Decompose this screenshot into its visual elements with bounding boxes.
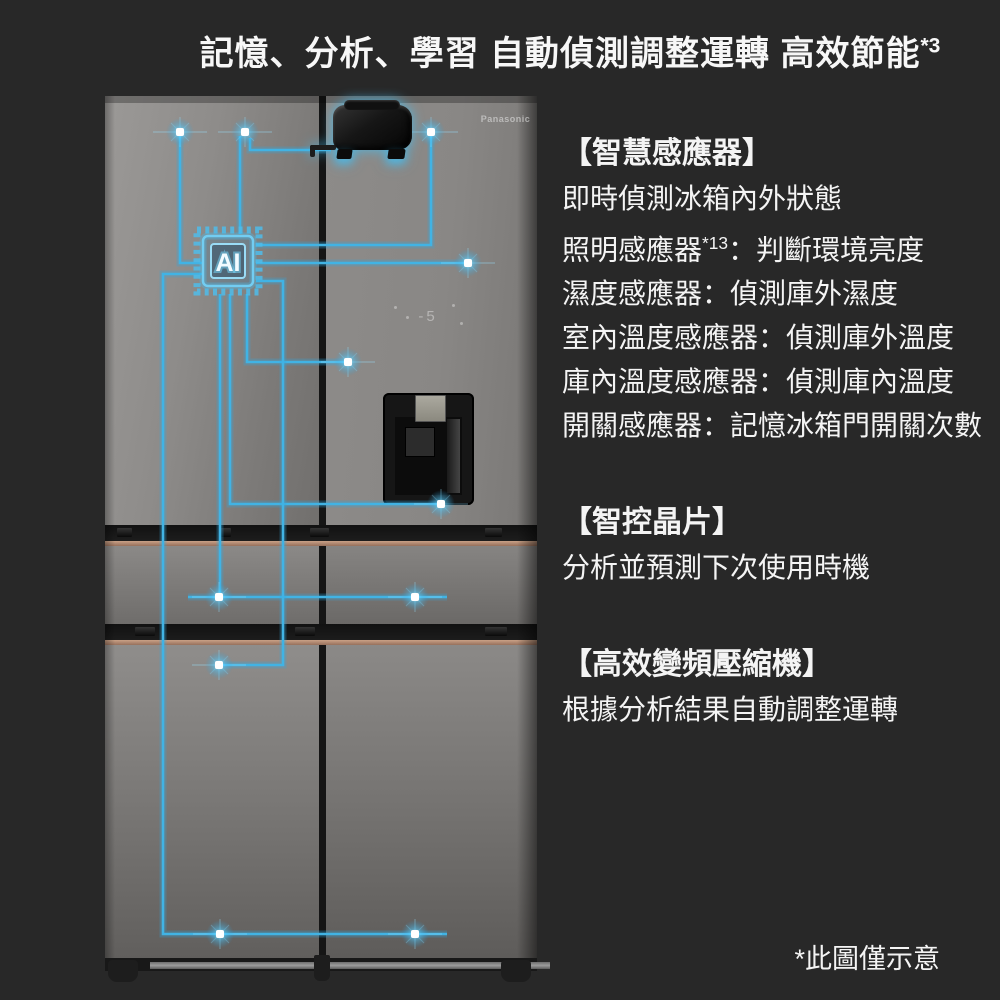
fridge-drawer-left — [105, 546, 319, 624]
compressor-foot — [387, 149, 406, 159]
dispenser-paddle — [415, 395, 446, 422]
water-dispenser — [383, 393, 474, 505]
feature-section: 【智慧感應器】即時偵測冰箱內外狀態照明感應器*13：判斷環境亮度濕度感應器：偵測… — [562, 131, 992, 448]
section-heading: 【智慧感應器】 — [562, 137, 772, 170]
display-indicator-dot — [406, 316, 409, 319]
fridge-door-gap — [105, 525, 537, 541]
display-indicator-dot — [452, 304, 455, 307]
hinge-detail — [485, 627, 507, 636]
section-line: 分析並預測下次使用時機 — [562, 552, 871, 584]
hinge-detail — [135, 627, 155, 636]
section-line: 濕度感應器：偵測庫外濕度 — [562, 278, 899, 310]
fridge-door-top-left — [105, 96, 319, 525]
section-line: 室內溫度感應器：偵測庫外溫度 — [562, 322, 955, 354]
fridge-side-shadow — [517, 96, 537, 958]
fridge-door-bottom-left — [105, 645, 319, 958]
fridge-foot — [314, 955, 330, 981]
section-line: 即時偵測冰箱內外狀態 — [562, 183, 843, 214]
compressor-foot — [336, 149, 353, 159]
refrigerator-image: Panasonic -5 — [105, 96, 550, 984]
hinge-detail — [295, 627, 315, 636]
hinge-detail — [310, 528, 329, 537]
fridge-drawer-right — [326, 546, 537, 624]
hinge-detail — [485, 528, 502, 537]
compressor-body — [333, 105, 412, 150]
section-line: 庫內溫度感應器：偵測庫內溫度 — [562, 366, 955, 398]
display-indicator-dot — [394, 306, 397, 309]
fridge-top-edge — [105, 96, 537, 103]
feature-section: 【智控晶片】分析並預測下次使用時機 — [562, 500, 992, 590]
section-line: 根據分析結果自動調整運轉 — [562, 694, 899, 726]
section-line: 開關感應器：記憶冰箱門開關次數 — [562, 410, 983, 442]
fridge-drawer-gap — [105, 624, 537, 640]
section-heading: 【高效變頻壓縮機】 — [562, 648, 832, 682]
dispenser-tray — [405, 427, 435, 457]
feature-list: 【智慧感應器】即時偵測冰箱內外狀態照明感應器*13：判斷環境亮度濕度感應器：偵測… — [562, 131, 992, 732]
display-temперature: -5 — [418, 307, 438, 325]
fridge-side-shadow — [105, 96, 115, 958]
feature-section: 【高效變頻壓縮機】根據分析結果自動調整運轉 — [562, 642, 992, 732]
page-title: 記憶、分析、學習 自動偵測調整運轉 高效節能*3 — [199, 34, 941, 73]
footnote: *此圖僅示意 — [794, 944, 940, 974]
dispenser-highlight — [447, 419, 460, 493]
brand-logo: Panasonic — [480, 114, 531, 124]
display-indicator-dot — [460, 322, 463, 325]
compressor-lid — [344, 100, 400, 110]
compressor-pipe — [310, 145, 315, 157]
fridge-kick-plate — [150, 962, 550, 969]
section-line: 照明感應器*13：判斷環境亮度 — [562, 233, 925, 266]
compressor-pipe — [310, 145, 336, 150]
compressor-icon — [310, 98, 422, 164]
fridge-foot — [108, 960, 138, 982]
fridge-foot — [501, 960, 531, 982]
hinge-detail — [220, 528, 231, 537]
fridge-door-bottom-right — [326, 645, 537, 958]
control-display: -5 — [386, 292, 470, 340]
section-heading: 【智控晶片】 — [562, 506, 742, 540]
hinge-detail — [117, 528, 132, 537]
